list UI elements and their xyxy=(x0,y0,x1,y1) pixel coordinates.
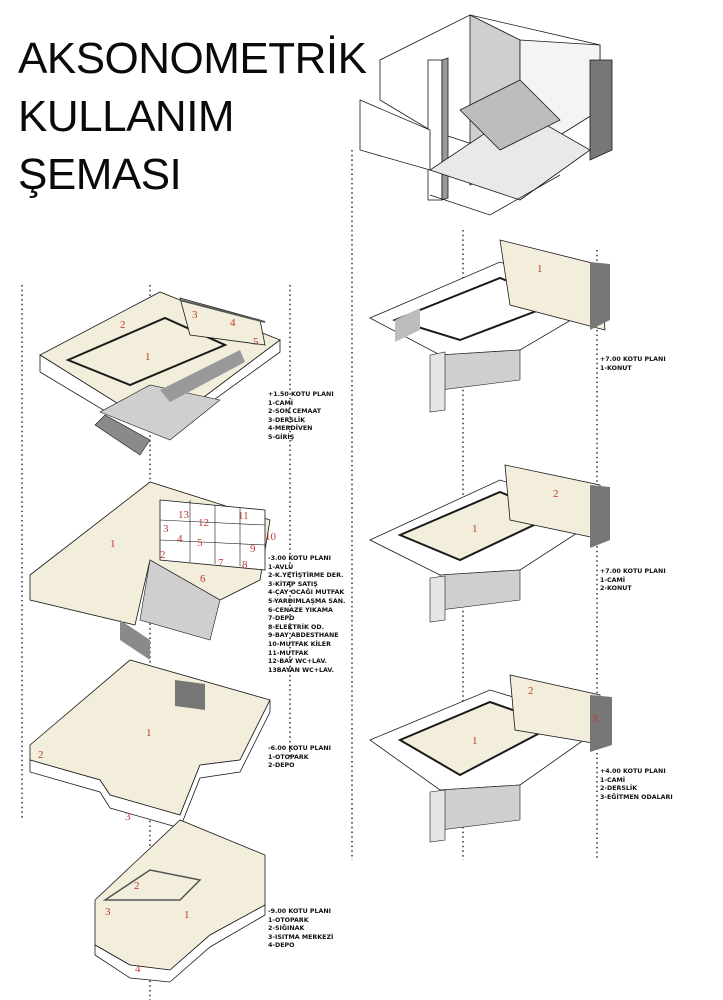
p2-num-6: 6 xyxy=(200,573,206,585)
legend-line: +1.50 KOTU PLANI xyxy=(268,391,334,398)
p1-num-4: 4 xyxy=(230,317,236,329)
p2-num-3: 3 xyxy=(163,523,169,535)
legend-plus400: +4.00 KOTU PLANI 1-CAMİ 2-DERSLİK 3-EĞİT… xyxy=(600,768,673,802)
legend-line: 11-MUTFAK xyxy=(268,649,309,657)
p2-num-10: 10 xyxy=(265,531,277,543)
p2-num-13: 13 xyxy=(178,509,190,521)
legend-line: 2-SON CEMAAT xyxy=(268,408,322,416)
r3-num-1: 1 xyxy=(472,523,478,535)
p1-num-5: 5 xyxy=(253,336,259,348)
legend-line: 4-DEPO xyxy=(268,942,295,950)
title-line-1: AKSONOMETRİK xyxy=(18,34,367,83)
p4-num-4: 4 xyxy=(135,963,141,975)
legend-line: 3-EĞİTMEN ODALARI xyxy=(600,793,673,801)
legend-line: +7.00 KOTU PLANI xyxy=(600,356,666,363)
legend-line: 5-YARDIMLAŞMA SAN. xyxy=(268,597,346,605)
r4-num-1: 1 xyxy=(472,735,478,747)
legend-line: 1-OTOPARK xyxy=(268,753,309,761)
p2-num-9: 9 xyxy=(250,543,256,555)
legend-minus900: -9.00 KOTU PLANI 1-OTOPARK 2-SIĞINAK 3-I… xyxy=(268,908,333,951)
plan-plus700a xyxy=(369,239,610,413)
legend-line: 4-ÇAY OCAĞI MUTFAK xyxy=(268,589,345,597)
p1-num-1: 1 xyxy=(145,351,151,363)
p2-num-5: 5 xyxy=(197,537,203,549)
p3-num-3: 3 xyxy=(125,811,131,823)
p2-num-12: 12 xyxy=(198,517,209,529)
p2-num-4: 4 xyxy=(177,533,183,545)
p3-num-2: 2 xyxy=(38,749,44,761)
p4-num-2: 2 xyxy=(134,880,140,892)
building-massing xyxy=(359,14,613,216)
legend-minus600: -6.00 KOTU PLANI 1-OTOPARK 2-DEPO xyxy=(268,745,331,771)
legend-line: 2-DERSLİK xyxy=(600,785,638,793)
legend-line: 1-KONUT xyxy=(600,364,632,372)
legend-line: 2-DEPO xyxy=(268,762,295,770)
p2-num-11: 11 xyxy=(238,510,249,522)
legend-line: 8-ELEKTRİK OD. xyxy=(268,623,325,631)
legend-line: 13BAYAN WC+LAV. xyxy=(268,666,334,674)
legend-line: 2-SIĞINAK xyxy=(268,925,305,933)
page-title: AKSONOMETRİK KULLANIM ŞEMASI xyxy=(18,30,367,204)
title-line-3: ŞEMASI xyxy=(18,150,182,199)
plan-minus600 xyxy=(29,659,271,829)
legend-line: +7.00 KOTU PLANI xyxy=(600,568,666,575)
legend-plus700a: +7.00 KOTU PLANI 1-KONUT xyxy=(600,356,666,373)
r4-num-2: 2 xyxy=(528,685,534,697)
p4-num-1: 1 xyxy=(184,909,190,921)
p2-num-1: 1 xyxy=(110,538,116,550)
p1-num-2: 2 xyxy=(120,319,126,331)
room-numbers: 1 2 3 4 5 1 2 3 4 5 6 7 8 9 10 11 12 13 … xyxy=(38,263,598,975)
legend-line: 2-KONUT xyxy=(600,585,632,593)
plan-plus700b xyxy=(369,464,610,623)
legend-line: -3.00 KOTU PLANI xyxy=(268,555,332,562)
r4-num-3: 3 xyxy=(592,713,598,725)
legend-line: 2-K.YETİŞTİRME DER. xyxy=(268,572,344,580)
plan-minus300 xyxy=(29,481,271,660)
title-line-2: KULLANIM xyxy=(18,92,235,141)
legend-line: 1-CAMİ xyxy=(600,576,626,584)
legend-line: 9-BAY ABDESTHANE xyxy=(268,632,339,640)
legend-line: -9.00 KOTU PLANI xyxy=(268,908,332,915)
legend-line: 7-DEPO xyxy=(268,615,295,623)
p2-num-7: 7 xyxy=(218,557,224,569)
r3-num-2: 2 xyxy=(553,488,559,500)
legend-line: 1-CAMİ xyxy=(600,776,626,784)
legend-plus700b: +7.00 KOTU PLANI 1-CAMİ 2-KONUT xyxy=(600,568,666,594)
legend-line: +4.00 KOTU PLANI xyxy=(600,768,666,775)
r2-num-1: 1 xyxy=(537,263,543,275)
legend-line: 3-KİTAP SATIŞ xyxy=(268,580,318,588)
legend-line: 1-OTOPARK xyxy=(268,916,309,924)
legend-line: 4-MERDİVEN xyxy=(268,425,313,433)
legend-line: -6.00 KOTU PLANI xyxy=(268,745,332,752)
plan-plus400 xyxy=(369,674,612,843)
legend-line: 10-MUTFAK KİLER xyxy=(268,640,331,648)
legend-line: 1-CAMİ xyxy=(268,399,294,407)
plan-minus900 xyxy=(94,819,266,983)
legend-minus300: -3.00 KOTU PLANI 1-AVLU 2-K.YETİŞTİRME D… xyxy=(268,555,345,675)
legend-line: 3-ISITMA MERKEZİ xyxy=(268,933,334,941)
p1-num-3: 3 xyxy=(192,309,198,321)
p4-num-3: 3 xyxy=(105,906,111,918)
p3-num-1: 1 xyxy=(146,727,152,739)
legend-line: 12-BAY WC+LAV. xyxy=(268,658,327,666)
legend-line: 3-DERSLİK xyxy=(268,416,306,424)
legend-line: 5-GİRİŞ xyxy=(268,433,295,441)
p2-num-8: 8 xyxy=(242,559,248,571)
legend-line: 1-AVLU xyxy=(268,563,294,571)
p2-num-2: 2 xyxy=(160,549,166,561)
legend-line: 6-CENAZE YIKAMA xyxy=(268,606,333,614)
plan-plus150 xyxy=(39,291,281,456)
legend-plus150: +1.50 KOTU PLANI 1-CAMİ 2-SON CEMAAT 3-D… xyxy=(268,391,334,443)
